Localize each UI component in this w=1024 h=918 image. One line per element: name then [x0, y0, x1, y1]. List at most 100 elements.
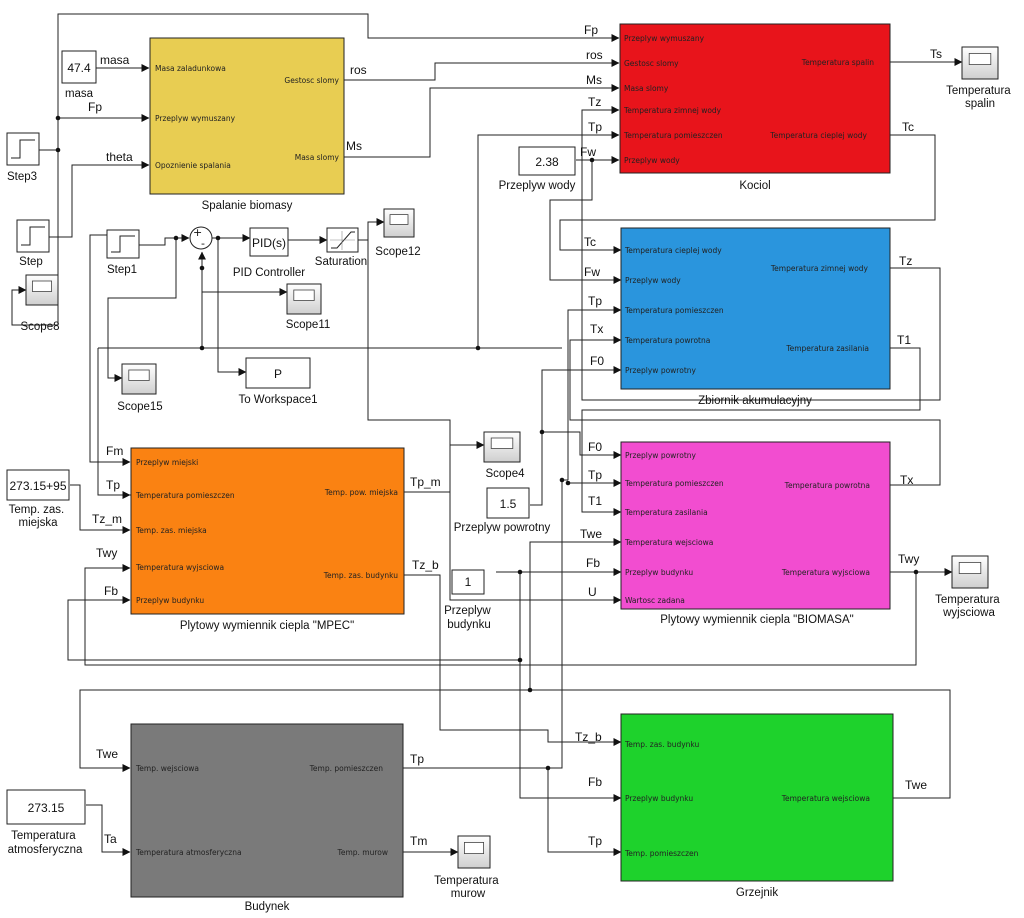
signal-label-twy2: Twy [96, 546, 117, 560]
wire-f0-zbiornik [530, 366, 622, 506]
to-workspace-block[interactable]: P To Workspace1 [238, 357, 318, 406]
block-zbiornik-akumulacyjny[interactable]: Temperatura cieplej wody Przeplyw wody T… [620, 227, 891, 407]
scope-screen [389, 214, 409, 225]
constant-przeplyw-powrotny[interactable]: 1.5 Przeplyw powrotny [454, 487, 551, 534]
step-box [106, 229, 140, 259]
constant-temp-zas-miejska[interactable]: 273.15+95 Temp. zas. miejska [6, 469, 70, 529]
signal-label-tx2: Tx [900, 473, 913, 487]
scope-screen [490, 437, 514, 449]
signal-label-ta: Ta [104, 832, 117, 846]
signal-label-ros2: ros [350, 63, 367, 77]
wire-theta [48, 161, 150, 238]
signal-label-tz: Tz [588, 95, 601, 109]
constant-value: 1.5 [500, 497, 517, 511]
port-out-label: Temperatura wejsciowa [781, 794, 870, 803]
wire-fb-mpec [67, 572, 521, 661]
block-wymiennik-biomasa[interactable]: Przeplyw powrotny Temperatura pomieszcze… [620, 441, 891, 626]
block-body [130, 447, 405, 615]
pid-box [249, 227, 289, 257]
constant-masa[interactable]: 47.4 masa [61, 50, 97, 100]
block-name: Budynek [245, 901, 290, 913]
port-in-label: Temperatura atmosferyczna [135, 848, 242, 857]
port-in-label: Temperatura wyjsciowa [135, 563, 224, 572]
block-name: Plytowy wymiennik ciepla "BIOMASA" [660, 614, 854, 626]
signal-label-tp: Tp [588, 120, 602, 134]
signal-label-tz2: Tz [899, 254, 912, 268]
constant-box [6, 469, 70, 501]
scope4-name: Scope4 [485, 468, 525, 480]
scope8-icon[interactable] [25, 274, 59, 306]
step-name: Step1 [107, 264, 137, 276]
block-budynek[interactable]: Temp. wejsciowa Temperatura atmosferyczn… [130, 723, 404, 913]
constant-name: Przeplyw budynku [444, 605, 494, 631]
name-line-2: spalin [965, 98, 995, 110]
signal-label-twe2: Twe [96, 747, 118, 761]
sum-minus-sign: - [201, 237, 205, 250]
step-block[interactable]: Step [16, 219, 50, 268]
wire-fw-zbiornik [549, 160, 622, 284]
scope15-icon[interactable] [121, 363, 157, 395]
block-grzejnik[interactable]: Temp. zas. budynku Przeplyw budynku Temp… [620, 713, 894, 899]
pid-text: PID(s) [252, 236, 286, 250]
port-out-label: Masa slomy [295, 153, 340, 162]
port-out-label: Temp. zas. budynku [323, 571, 399, 580]
block-kociol[interactable]: Przeplyw wymuszany Gestosc slomy Masa sl… [619, 23, 891, 192]
step1-block[interactable]: Step1 [106, 229, 140, 276]
signal-label-tzb2: Tz_b [575, 730, 602, 744]
scope-murow-name: Temperatura murow [434, 875, 502, 900]
scope11-icon[interactable] [286, 283, 322, 315]
wire-tp-bus [97, 347, 568, 769]
constant-name: Temp. zas. miejska [9, 504, 68, 529]
constant-box [6, 789, 86, 825]
step3-block[interactable]: Step3 [6, 132, 40, 183]
constant-przeplyw-wody[interactable]: 2.38 Przeplyw wody [499, 146, 576, 192]
wire-tp-zbiornik [567, 306, 622, 480]
pid-controller-block[interactable]: PID(s) PID Controller [233, 227, 305, 279]
name-line-1: Przeplyw [444, 605, 491, 617]
wire-step1 [139, 234, 190, 246]
signal-label-f0-2: F0 [588, 440, 602, 454]
constant-value: 1 [465, 575, 472, 589]
scope12-icon[interactable] [383, 208, 415, 238]
name-line-1: Temperatura [434, 875, 499, 887]
step-icon [111, 235, 135, 253]
port-in-label: Masa slomy [624, 84, 669, 93]
scope-wyjsciowa-icon[interactable] [951, 555, 989, 589]
scope-screen [968, 53, 992, 66]
port-in-label: Temperatura zasilania [624, 508, 708, 517]
constant-temperatura-atmosferyczna[interactable]: 273.15 Temperatura atmosferyczna [6, 789, 86, 856]
wire-sat-scope12 [358, 218, 385, 241]
block-wymiennik-mpec[interactable]: Przeplyw miejski Temperatura pomieszczen… [130, 447, 405, 632]
wire-twe [529, 538, 951, 799]
port-out-label: Temperatura zimnej wody [770, 264, 869, 273]
block-name: Grzejnik [736, 887, 778, 899]
wire-fb-grzejnik [519, 660, 622, 802]
wire-t1 [581, 347, 921, 516]
name-line-1: Temperatura [946, 85, 1011, 97]
block-body [620, 713, 894, 882]
constant-name: masa [65, 88, 94, 100]
signal-label-tpm: Tp_m [410, 475, 441, 489]
wire-ms [344, 84, 620, 158]
saturation-block[interactable]: Saturation [315, 227, 367, 268]
step-icon [11, 139, 35, 159]
scope-spalin-icon[interactable] [961, 46, 999, 80]
signal-label-ts: Ts [930, 47, 942, 61]
scope-wyjsciowa-name: Temperatura wyjsciowa [935, 594, 1003, 619]
port-in-label: Temperatura zimnej wody [623, 106, 722, 115]
scope4-icon[interactable] [483, 431, 521, 463]
scope-murow-icon[interactable] [457, 835, 491, 869]
signal-label-f0: F0 [590, 354, 604, 368]
block-spalanie-biomasy[interactable]: Masa zaladunkowa Przeplyw wymuszany Opoz… [149, 37, 345, 212]
port-in-label: Przeplyw miejski [136, 458, 198, 467]
port-in-label: Przeplyw wymuszany [155, 114, 236, 123]
signal-label-fb2: Fb [104, 584, 118, 598]
constant-przeplyw-budynku[interactable]: 1 Przeplyw budynku [444, 569, 494, 631]
port-out-label: Temperatura spalin [801, 58, 874, 67]
port-in-label: Przeplyw wymuszany [624, 34, 705, 43]
wire-scope8 [11, 150, 59, 326]
wire-ros [344, 59, 620, 81]
sum-block[interactable]: + - [189, 226, 213, 250]
